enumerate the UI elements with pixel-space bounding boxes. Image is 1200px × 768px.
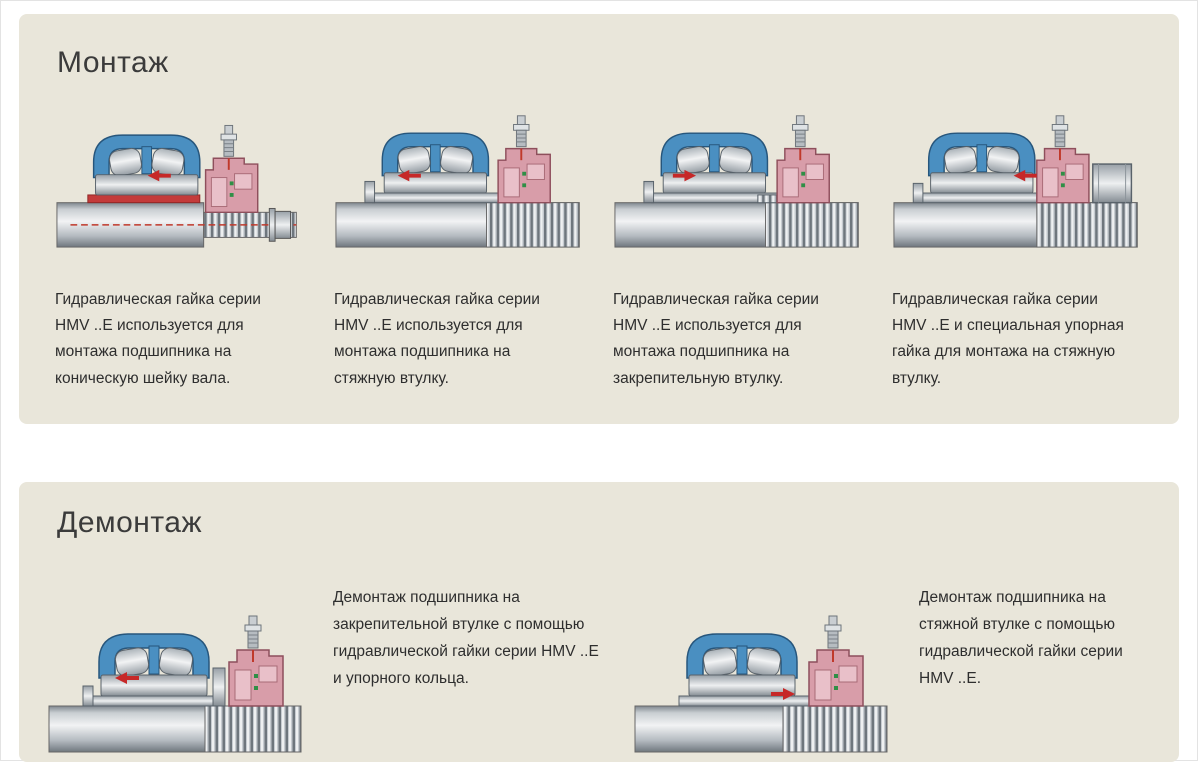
mounting-item-4: Гидравлическая гайка серии HMV ..E и спе… <box>892 110 1143 407</box>
hydraulic-nut <box>776 114 831 204</box>
hydraulic-nut <box>204 124 259 214</box>
thrust-ring <box>212 667 226 707</box>
hydraulic-nut <box>228 615 284 707</box>
dismounting-row: Демонтаж подшипника на закрепительной вт… <box>47 570 1151 768</box>
sleeve <box>678 695 810 707</box>
caption-text: Гидравлическая гайка серии HMV ..E и спе… <box>892 290 1124 387</box>
sleeve <box>920 192 1057 204</box>
caption-text: Гидравлическая гайка серии HMV ..E испол… <box>613 290 819 387</box>
spherical-roller-bearing <box>92 134 201 196</box>
illustration-dismount-adapter-sleeve <box>48 615 302 753</box>
illustration-dismount-withdrawal-sleeve <box>634 615 888 753</box>
caption-text: Демонтаж подшипника на закрепительной вт… <box>333 589 599 688</box>
hydraulic-nut <box>1035 114 1090 204</box>
sleeve <box>372 192 505 204</box>
section-mounting: Монтаж Гидравлическая гайка серии HMV ..… <box>19 14 1179 424</box>
caption-text: Демонтаж подшипника на стяжной втулке с … <box>919 589 1123 688</box>
caption-text: Гидравлическая гайка серии HMV ..E испол… <box>334 290 540 387</box>
spherical-roller-bearing <box>660 132 769 194</box>
hydraulic-nut <box>497 114 552 204</box>
spherical-roller-bearing <box>927 132 1036 194</box>
illustration-hmv-nut-adapter-sleeve <box>614 114 859 248</box>
illustration-hmv-nut-withdrawal-sleeve <box>335 114 580 248</box>
spherical-roller-bearing <box>98 633 210 697</box>
illustration-hmv-nut-special-lock-nut <box>893 114 1138 248</box>
hydraulic-nut <box>808 615 864 707</box>
illustration-hmv-nut-conical-shaft-seat <box>56 124 297 248</box>
mounting-title: Монтаж <box>57 46 169 79</box>
mounting-item-3: Гидравлическая гайка серии HMV ..E испол… <box>613 110 864 407</box>
caption-text: Гидравлическая гайка серии HMV ..E испол… <box>55 290 261 387</box>
spherical-roller-bearing <box>381 132 490 194</box>
mounting-item-2: Гидравлическая гайка серии HMV ..E испол… <box>334 110 585 407</box>
special-thrust-nut <box>1092 163 1133 204</box>
oil-injection-sleeve <box>87 194 201 204</box>
mounting-grid: Гидравлическая гайка серии HMV ..E испол… <box>47 110 1151 407</box>
dismounting-item-1: Демонтаж подшипника на закрепительной вт… <box>47 570 599 768</box>
spherical-roller-bearing <box>686 633 798 697</box>
dismounting-title: Демонтаж <box>57 506 203 539</box>
mounting-item-1: Гидравлическая гайка серии HMV ..E испол… <box>55 110 306 407</box>
section-dismounting: Демонтаж Демонтаж подшипника на закрепит… <box>19 482 1179 762</box>
dismounting-item-2: Демонтаж подшипника на стяжной втулке с … <box>599 570 1151 768</box>
sleeve <box>90 695 224 707</box>
